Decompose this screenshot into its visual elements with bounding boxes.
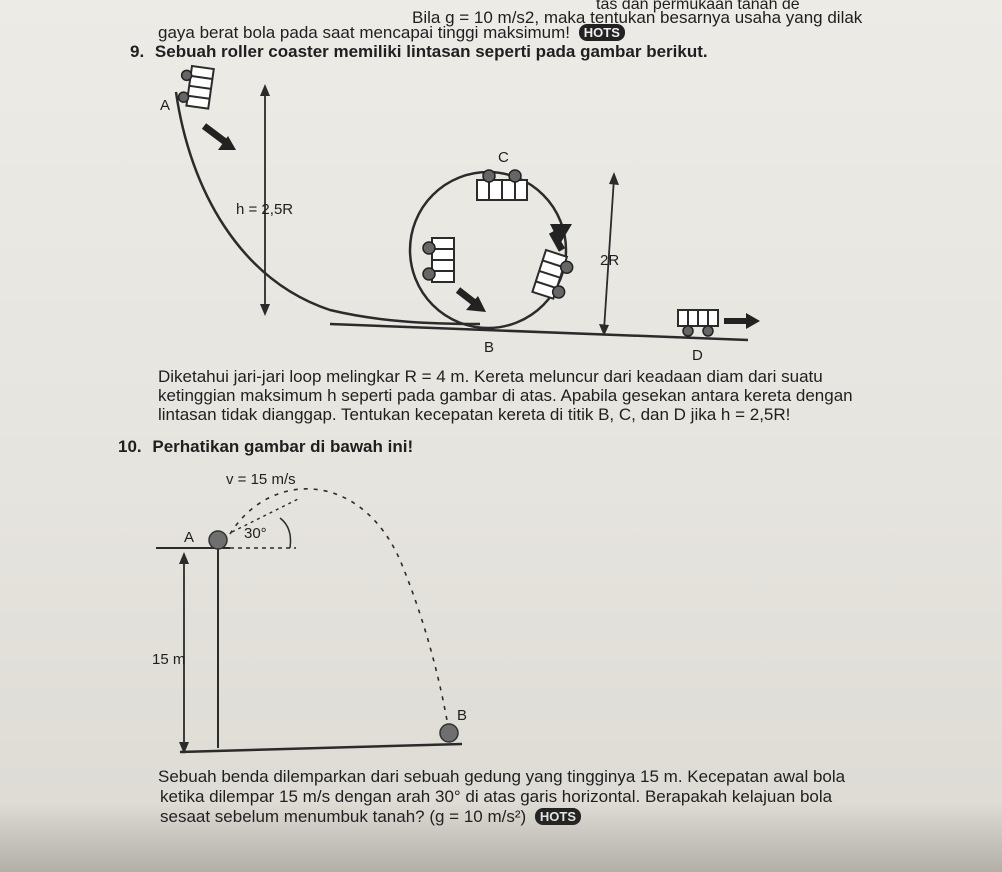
ball-at-b: [439, 723, 459, 743]
q10-text-3-body: sesaat sebelum menumbuk tanah? (g = 10 m…: [160, 807, 527, 826]
car-left-loop: [422, 237, 455, 283]
car-at-a: [177, 64, 215, 110]
label-d: D: [692, 347, 703, 364]
angle-arc: [279, 517, 292, 549]
q10-hots-badge: HOTS: [534, 808, 582, 825]
arrow-loop-up: [548, 224, 572, 252]
hots-badge: HOTS: [578, 24, 625, 41]
track-slope: [174, 91, 481, 326]
label-point-a: A: [184, 529, 195, 546]
q9-prompt: Sebuah roller coaster memiliki lintasan …: [154, 42, 708, 61]
ground-q10: [179, 742, 463, 754]
arrow-near-a: [201, 123, 236, 150]
q10-number: 10.: [118, 437, 142, 456]
car-at-d: [677, 309, 719, 337]
q9-text-3: lintasan tidak dianggap. Tentukan kecepa…: [158, 405, 791, 424]
2r-arrow-head-top: [609, 172, 619, 185]
q10-header: 10. Perhatikan gambar di bawah ini!: [118, 438, 413, 456]
q9-text-1: Diketahui jari-jari loop melingkar R = 4…: [158, 367, 823, 386]
label-velocity: v = 15 m/s: [226, 471, 296, 488]
label-c: C: [498, 149, 509, 166]
label-a: A: [160, 97, 171, 114]
label-angle: 30°: [244, 525, 267, 542]
header-line-3-text: gaya berat bola pada saat mencapai tingg…: [158, 23, 571, 42]
q9-text-2: ketinggian maksimum h seperti pada gamba…: [158, 386, 853, 405]
label-height: 15 m: [152, 651, 186, 668]
label-point-b: B: [457, 707, 468, 724]
q10-text-3: sesaat sebelum menumbuk tanah? (g = 10 m…: [160, 807, 582, 826]
height-arrow-head-bottom: [179, 742, 189, 754]
2r-arrow-head-bottom: [599, 324, 609, 336]
2r-arrow: [603, 177, 615, 331]
arrow-loop-down: [455, 287, 486, 312]
h-arrow-head-bottom: [260, 304, 270, 316]
q9-header: 9. Sebuah roller coaster memiliki lintas…: [130, 43, 708, 61]
arrow-at-d: [724, 313, 760, 329]
q10-text-2: ketika dilempar 15 m/s dengan arah 30° d…: [160, 787, 833, 806]
car-right-loop: [531, 248, 574, 300]
ball-at-a: [208, 530, 228, 550]
header-line-3: gaya berat bola pada saat mencapai tingg…: [158, 24, 625, 42]
velocity-direction-line: [231, 497, 301, 533]
header-line-1: tas dan permukaan tanah de: [596, 0, 800, 13]
ground-line: [329, 322, 749, 342]
car-at-c: [476, 169, 528, 201]
label-h: h = 2,5R: [236, 201, 294, 218]
h-arrow-head-top: [260, 84, 270, 96]
header-line-2: Bila g = 10 m/s2, maka tentukan besarnya…: [412, 8, 863, 27]
q9-number: 9.: [130, 42, 145, 61]
q10-text-1: Sebuah benda dilemparkan dari sebuah ged…: [158, 767, 846, 786]
label-2r: 2R: [600, 252, 620, 269]
height-arrow-head-top: [179, 552, 189, 564]
q10-prompt: Perhatikan gambar di bawah ini!: [152, 437, 414, 456]
label-b: B: [484, 339, 495, 356]
